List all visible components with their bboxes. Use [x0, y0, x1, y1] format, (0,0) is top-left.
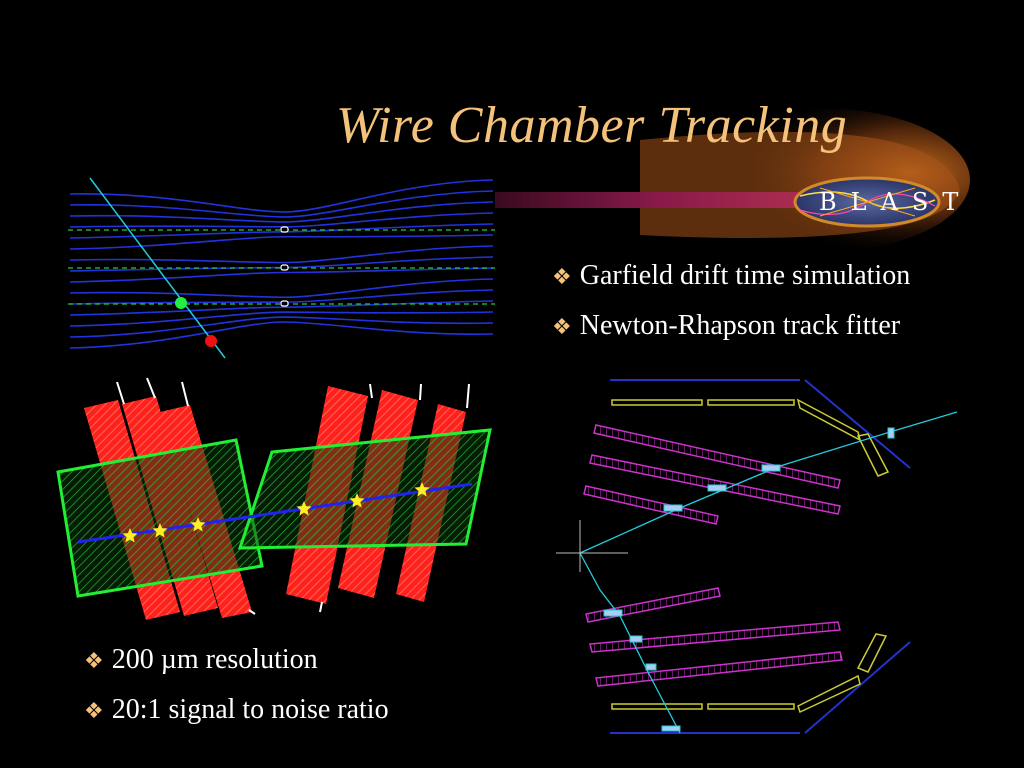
bullet-text: 200 µm resolution	[111, 644, 318, 675]
scintillator-bars	[611, 398, 890, 714]
hit-clusters	[603, 427, 895, 732]
hit-star-icon	[296, 501, 312, 516]
left-cell-group	[56, 377, 264, 620]
sense-wires	[280, 226, 289, 307]
diamond-bullet-icon: ❖	[84, 699, 104, 724]
simulated-track	[89, 177, 226, 359]
hit-star-icon	[349, 493, 365, 508]
hit-star-icon	[414, 482, 430, 497]
diamond-bullet-icon: ❖	[84, 649, 104, 674]
drift-line	[69, 201, 494, 223]
blast-logo: BLAST	[793, 176, 972, 228]
drift-line	[69, 234, 494, 250]
drift-line	[69, 179, 494, 213]
drift-chamber-modules	[583, 424, 843, 687]
drift-line	[69, 245, 494, 264]
wire-planes	[68, 229, 495, 305]
right-cell-group	[237, 383, 492, 613]
origin-axes	[556, 520, 628, 572]
title-accent-bar	[495, 192, 825, 208]
drift-line	[69, 190, 494, 218]
fitted-track	[77, 482, 473, 544]
drift-line	[69, 316, 494, 338]
bullet-text: Garfield drift time simulation	[579, 260, 911, 291]
bullet-item: ❖ 200 µm resolution	[84, 635, 389, 685]
diamond-bullet-icon: ❖	[552, 315, 572, 340]
bullet-text: Newton-Rhapson track fitter	[579, 310, 901, 341]
diamond-bullet-icon: ❖	[552, 265, 572, 290]
drift-line	[69, 278, 494, 299]
hit-star-icon	[122, 528, 138, 543]
drift-line	[69, 311, 494, 327]
logo-text: BLAST	[819, 188, 972, 216]
bullet-item: ❖ 20:1 signal to noise ratio	[84, 685, 389, 735]
bullet-item: ❖ Newton-Rhapson track fitter	[552, 301, 910, 351]
bottom-bullet-list: ❖ 200 µm resolution ❖ 20:1 signal to noise…	[84, 635, 389, 735]
top-bullet-list: ❖ Garfield drift time simulation ❖ Newton-…	[552, 251, 910, 351]
drift-line	[69, 267, 494, 283]
drift-line	[69, 300, 494, 316]
wire-plane-box	[56, 438, 264, 598]
drift-line	[69, 321, 494, 349]
bullet-text: 20:1 signal to noise ratio	[111, 694, 389, 725]
outer-detector-lines	[610, 379, 911, 734]
hit-stars	[122, 482, 430, 543]
green-hit-marker	[175, 297, 187, 309]
hit-star-icon	[152, 523, 168, 538]
bullet-item: ❖ Garfield drift time simulation	[552, 251, 910, 301]
slide-title: Wire Chamber Tracking	[336, 97, 848, 154]
hit-star-icon	[190, 517, 206, 532]
red-hit-marker	[205, 335, 217, 347]
